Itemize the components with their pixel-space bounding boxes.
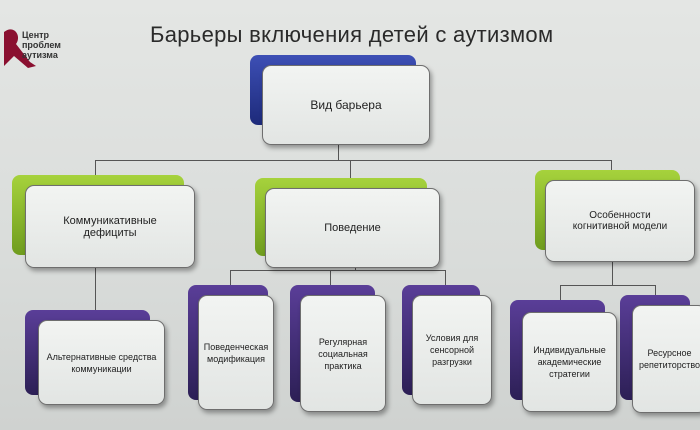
- connector: [445, 270, 446, 285]
- level2-node: Альтернативные средства коммуникации: [38, 320, 165, 405]
- connector: [230, 270, 231, 285]
- level2-node: Поведенческая модификация: [198, 295, 274, 410]
- level1-node: Коммуникативные дефициты: [25, 185, 195, 268]
- level1-node-label: Коммуникативные дефициты: [63, 214, 157, 239]
- connector: [95, 268, 96, 310]
- connector: [655, 285, 656, 295]
- level2-node-label: Ресурсное репетиторство: [638, 348, 700, 370]
- connector: [338, 145, 339, 161]
- connector: [611, 160, 612, 170]
- connector: [95, 160, 612, 161]
- level2-node: Условия для сенсорной разгрузки: [412, 295, 492, 405]
- level1-node-label: Поведение: [324, 222, 381, 234]
- level2-node: Индивидуальные академические стратегии: [522, 312, 617, 412]
- connector: [560, 285, 561, 300]
- level2-node-label: Индивидуальные академические стратегии: [533, 345, 606, 379]
- level2-node-label: Регулярная социальная практика: [318, 336, 368, 371]
- level1-node-label: Особенности когнитивной модели: [572, 210, 668, 232]
- connector: [95, 160, 96, 176]
- logo-text: Центр проблем аутизма: [22, 30, 61, 60]
- logo: Центр проблем аутизма: [0, 12, 70, 72]
- logo-figure-icon: [4, 29, 36, 68]
- level1-node: Особенности когнитивной модели: [545, 180, 695, 262]
- level2-node: Регулярная социальная практика: [300, 295, 386, 412]
- root-node: Вид барьера: [262, 65, 430, 145]
- level2-node-label: Поведенческая модификация: [203, 341, 269, 364]
- level1-node: Поведение: [265, 188, 440, 268]
- level2-node-label: Альтернативные средства коммуникации: [46, 351, 157, 374]
- connector: [560, 285, 655, 286]
- connector: [230, 270, 445, 271]
- connector: [612, 262, 613, 286]
- connector: [330, 270, 331, 285]
- connector: [350, 160, 351, 178]
- root-node-label: Вид барьера: [310, 98, 382, 112]
- connector: [355, 268, 356, 271]
- level2-node: Ресурсное репетиторство: [632, 305, 700, 413]
- slide-title: Барьеры включения детей с аутизмом: [150, 22, 554, 47]
- level2-node-label: Условия для сенсорной разгрузки: [425, 333, 479, 367]
